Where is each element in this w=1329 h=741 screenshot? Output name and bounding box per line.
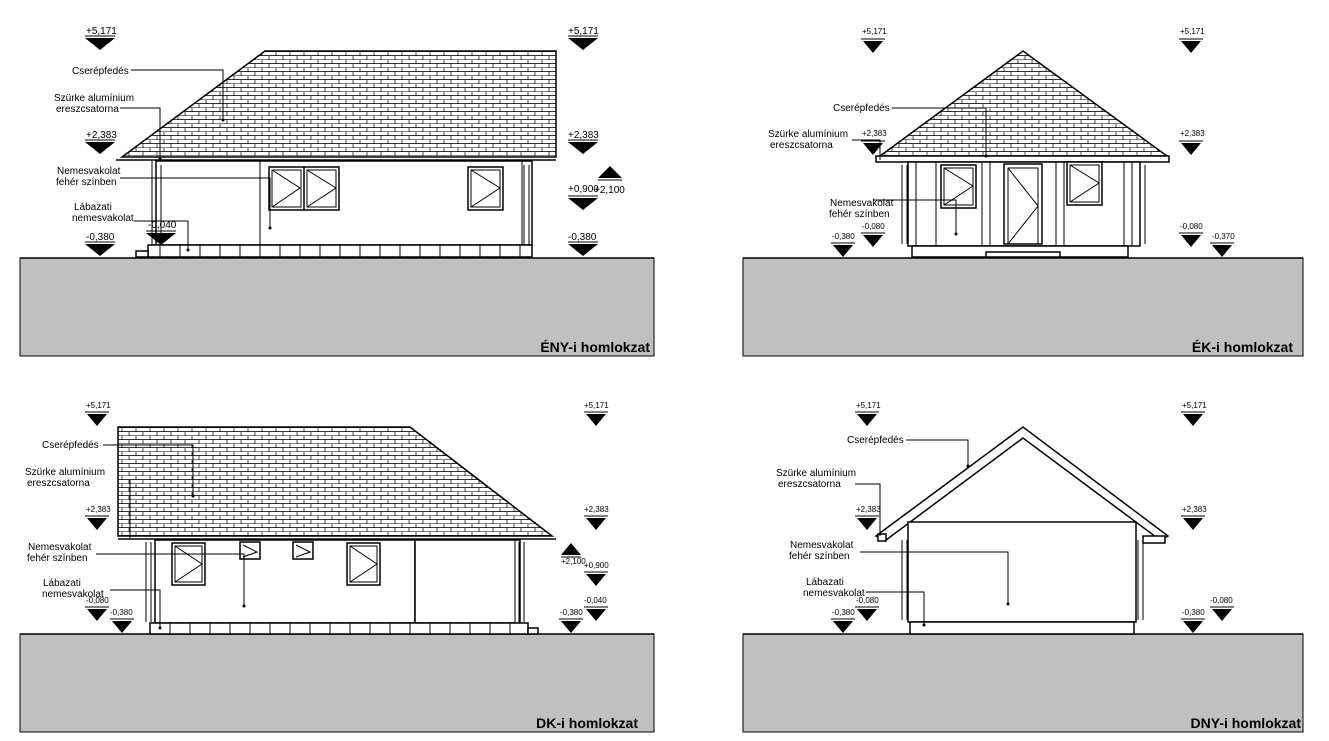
note-plaster-eny: Nemesvakolat: [57, 166, 121, 177]
level-top-right-dk: +5,171: [584, 401, 609, 410]
door-ek: [1003, 163, 1043, 245]
note-roof-dny: Cserépfedés: [847, 435, 904, 446]
level-370-ek: -0,370: [1212, 232, 1235, 241]
level-top-right-dny: +5,171: [1182, 401, 1207, 410]
wall-dny: [907, 521, 1137, 623]
note-gutter2-dk: ereszcsatorna: [27, 478, 90, 489]
level-top-left-ek: +5,171: [862, 27, 887, 36]
level-bottom-left-eny: -0,380: [86, 232, 115, 243]
note-plaster-dk: Nemesvakolat: [28, 542, 92, 553]
level-top-right-eny: +5,171: [568, 26, 599, 37]
note-plinth-dk: Lábazati: [43, 578, 81, 589]
window-ek-left: [940, 164, 977, 209]
level-mid-right-eny: +2,383: [568, 130, 599, 141]
level-080-left-dny: -0,080: [856, 596, 879, 605]
level-040-dk: -0,040: [584, 596, 607, 605]
ground-ek: [742, 257, 1304, 357]
level-mid-right-dk: +2,383: [584, 505, 609, 514]
panel-title-eny: ÉNY-i homlokzat: [540, 339, 650, 355]
ground-eny: [19, 257, 655, 357]
roof-ek: [877, 50, 1170, 157]
level-2100-dk: +2,100: [561, 557, 586, 566]
level-top-left-dk: +5,171: [86, 401, 111, 410]
window-ek-right: [1066, 161, 1103, 206]
level-mid-right-ek: +2,383: [1180, 129, 1205, 138]
level-mid-right-dny: +2,383: [1182, 505, 1207, 514]
window-dk-1: [171, 542, 206, 586]
window-eny-double: [268, 166, 340, 211]
level-mid-left-ek: +2,383: [862, 129, 887, 138]
level-bottom-right-dk: -0,380: [560, 608, 583, 617]
note-plaster2-eny: fehér színben: [56, 177, 117, 188]
note-gutter-eny: Szürke alumínium: [54, 93, 134, 104]
note-plinth2-dny: nemesvakolat: [803, 588, 865, 599]
note-roof-dk: Cserépfedés: [42, 440, 99, 451]
note-plaster2-dk: fehér színben: [27, 553, 88, 564]
note-plaster-ek: Nemesvakolat: [830, 198, 894, 209]
level-top-left-eny: +5,171: [86, 26, 117, 37]
level-900-eny: +0,900: [568, 184, 599, 195]
level-080-dk: -0,080: [86, 596, 109, 605]
level-top-left-dny: +5,171: [856, 401, 881, 410]
roof-eny: [119, 50, 557, 158]
note-plinth2-eny: nemesvakolat: [72, 213, 134, 224]
panel-dny: +5,171 +5,171 +2,383 +2,383 -0,080 -0,08…: [742, 401, 1304, 733]
level-mid-left-dk: +2,383: [86, 505, 111, 514]
level-080-right-dny: -0,080: [1210, 596, 1233, 605]
note-gutter-dny: Szürke alumínium: [776, 468, 856, 479]
level-bottom-right-eny: -0,380: [568, 232, 597, 243]
ground-dk: [19, 633, 655, 733]
note-plinth-dny: Lábazati: [806, 577, 844, 588]
level-mid-left-dny: +2,383: [856, 505, 881, 514]
note-gutter2-ek: ereszcsatorna: [770, 140, 833, 151]
level-top-right-ek: +5,171: [1180, 27, 1205, 36]
panel-title-ek: ÉK-i homlokzat: [1192, 339, 1293, 355]
level-900-dk: +0,900: [584, 561, 609, 570]
window-dk-4: [346, 542, 381, 586]
level-bottom-left-ek: -0,380: [832, 232, 855, 241]
panel-ek: +5,171 +5,171 +2,383 +2,383 -0,080 -0,08…: [742, 27, 1304, 357]
note-plaster2-dny: fehér színben: [789, 551, 850, 562]
note-roof-ek: Cserépfedés: [833, 103, 890, 114]
note-plaster2-ek: fehér színben: [829, 209, 890, 220]
level-2100-eny: +2,100: [594, 185, 625, 196]
window-dk-3: [292, 541, 314, 560]
level-bottom-left-dk: -0,380: [110, 608, 133, 617]
note-roof-eny: Cserépfedés: [72, 66, 129, 77]
note-gutter2-eny: ereszcsatorna: [56, 104, 119, 115]
note-plinth2-dk: nemesvakolat: [42, 589, 104, 600]
panel-eny: +5,171 +5,171 +2,383 +2,383 +2,100 +0,90…: [19, 26, 655, 357]
level-080-right-ek: -0,080: [1180, 222, 1203, 231]
note-gutter2-dny: ereszcsatorna: [778, 479, 841, 490]
level-040-eny: -0,040: [148, 220, 177, 231]
level-bottom-left-dny: -0,380: [832, 608, 855, 617]
panel-dk: +5,171 +5,171 +2,383 +2,383 +2,100 +0,90…: [19, 401, 655, 733]
note-plaster-dny: Nemesvakolat: [790, 540, 854, 551]
window-dk-2: [239, 541, 261, 560]
level-mid-left-eny: +2,383: [86, 130, 117, 141]
note-gutter-dk: Szürke alumínium: [25, 467, 105, 478]
note-gutter-ek: Szürke alumínium: [768, 129, 848, 140]
window-eny-single: [467, 166, 504, 211]
panel-title-dk: DK-i homlokzat: [536, 715, 638, 731]
roof-dk: [117, 426, 555, 537]
level-bottom-right-dny: -0,380: [1182, 608, 1205, 617]
note-plinth-eny: Lábazati: [74, 202, 112, 213]
panel-title-dny: DNY-i homlokzat: [1191, 715, 1302, 731]
level-080-left-ek: -0,080: [862, 222, 885, 231]
